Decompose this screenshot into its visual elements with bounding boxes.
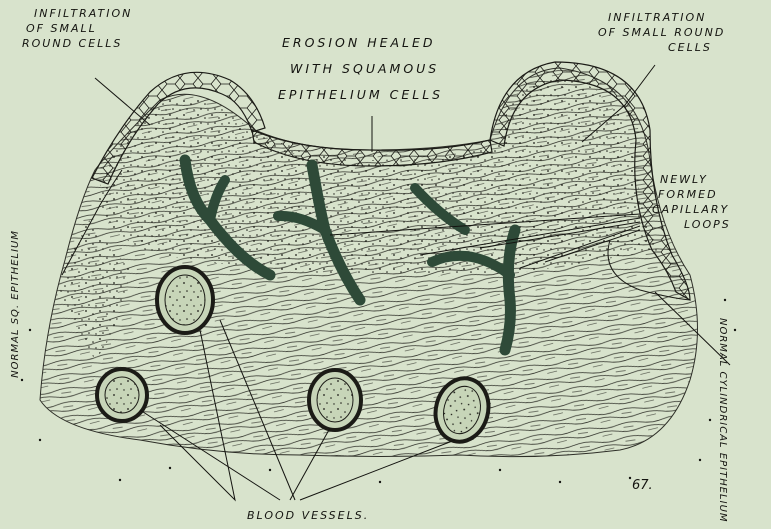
label-normal-sq-epithelium: NORMAL SQ. EPITHELIUM — [10, 230, 22, 378]
label-line: CAPILLARY — [652, 202, 731, 217]
label-line: NORMAL — [717, 318, 728, 367]
label-line: FORMED — [658, 187, 731, 202]
label-line: LOOPS — [684, 217, 731, 232]
label-infiltration-left: INFILTRATION OF SMALL ROUND CELLS — [34, 6, 132, 51]
vessel-2 — [97, 369, 147, 421]
label-infiltration-right: INFILTRATION OF SMALL ROUND CELLS — [608, 10, 725, 55]
label-line: NORMAL — [10, 328, 21, 377]
label-line: BLOOD VESSELS. — [247, 509, 369, 522]
label-line: NEWLY — [660, 172, 731, 187]
label-line: OF SMALL — [26, 21, 132, 36]
label-line: EPITHELIUM — [717, 453, 728, 523]
label-line: EROSION HEALED — [282, 30, 443, 56]
label-line: EPITHELIUM CELLS — [278, 82, 443, 108]
vessel-3 — [309, 370, 361, 430]
label-line: CELLS — [668, 40, 725, 55]
label-line: CYLINDRICAL — [717, 372, 728, 449]
label-line: INFILTRATION — [608, 10, 725, 25]
vessel-1 — [157, 267, 213, 333]
label-erosion-healed: EROSION HEALED WITH SQUAMOUS EPITHELIUM … — [282, 30, 443, 108]
label-line: WITH SQUAMOUS — [290, 56, 443, 82]
label-normal-cylindrical-epithelium: NORMAL CYLINDRICAL EPITHELIUM — [716, 318, 728, 523]
label-blood-vessels: BLOOD VESSELS. — [247, 508, 369, 523]
label-line: INFILTRATION — [34, 6, 132, 21]
label-line: OF SMALL ROUND — [598, 25, 725, 40]
capillary-4 — [505, 230, 515, 350]
label-line: SQ. EPITHELIUM — [10, 230, 21, 324]
figure-number: 67. — [632, 478, 653, 493]
label-line: 67. — [632, 478, 653, 493]
label-newly-formed-capillary: NEWLY FORMED CAPILLARY LOOPS — [650, 172, 731, 232]
label-line: ROUND CELLS — [22, 36, 132, 51]
